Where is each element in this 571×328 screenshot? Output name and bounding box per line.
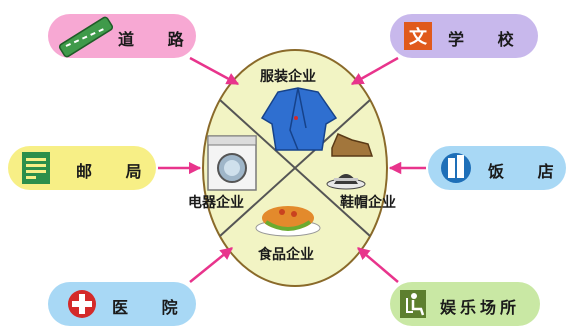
- red-cross-icon: [68, 290, 96, 318]
- road-label: 道 路: [118, 30, 198, 49]
- food-plate-illustration: [255, 206, 321, 237]
- sector-label-bottom: 食品企业: [258, 247, 314, 263]
- building-icon: [441, 153, 471, 183]
- road-pill: [48, 14, 196, 58]
- arrow-hospital: [189, 247, 233, 283]
- post-office-label: 邮 局: [76, 162, 156, 181]
- school-label: 学 校: [448, 30, 528, 49]
- china-post-icon: [22, 152, 50, 184]
- sector-label-top: 服装企业: [260, 69, 316, 85]
- arrow-entertainment: [357, 247, 399, 283]
- seated-person-icon: [400, 290, 426, 318]
- divider-line-b: [219, 99, 371, 237]
- washing-machine-illustration: [207, 135, 257, 191]
- svg-text:文: 文: [409, 26, 428, 48]
- restaurant-label: 饭 店: [488, 162, 568, 181]
- road-icon: [58, 16, 114, 58]
- school-wen-icon: 文: [404, 22, 432, 50]
- jacket-illustration: [260, 87, 338, 151]
- sector-label-right: 鞋帽企业: [340, 195, 396, 211]
- sector-label-left: 电器企业: [188, 195, 244, 211]
- arrow-school: [350, 56, 399, 86]
- entertainment-pill: [390, 282, 540, 326]
- shoe-and-hat-illustration: [326, 133, 374, 190]
- hospital-label: 医 院: [112, 298, 192, 317]
- arrow-road: [189, 56, 240, 86]
- entertainment-label: 娱乐场所: [440, 298, 521, 317]
